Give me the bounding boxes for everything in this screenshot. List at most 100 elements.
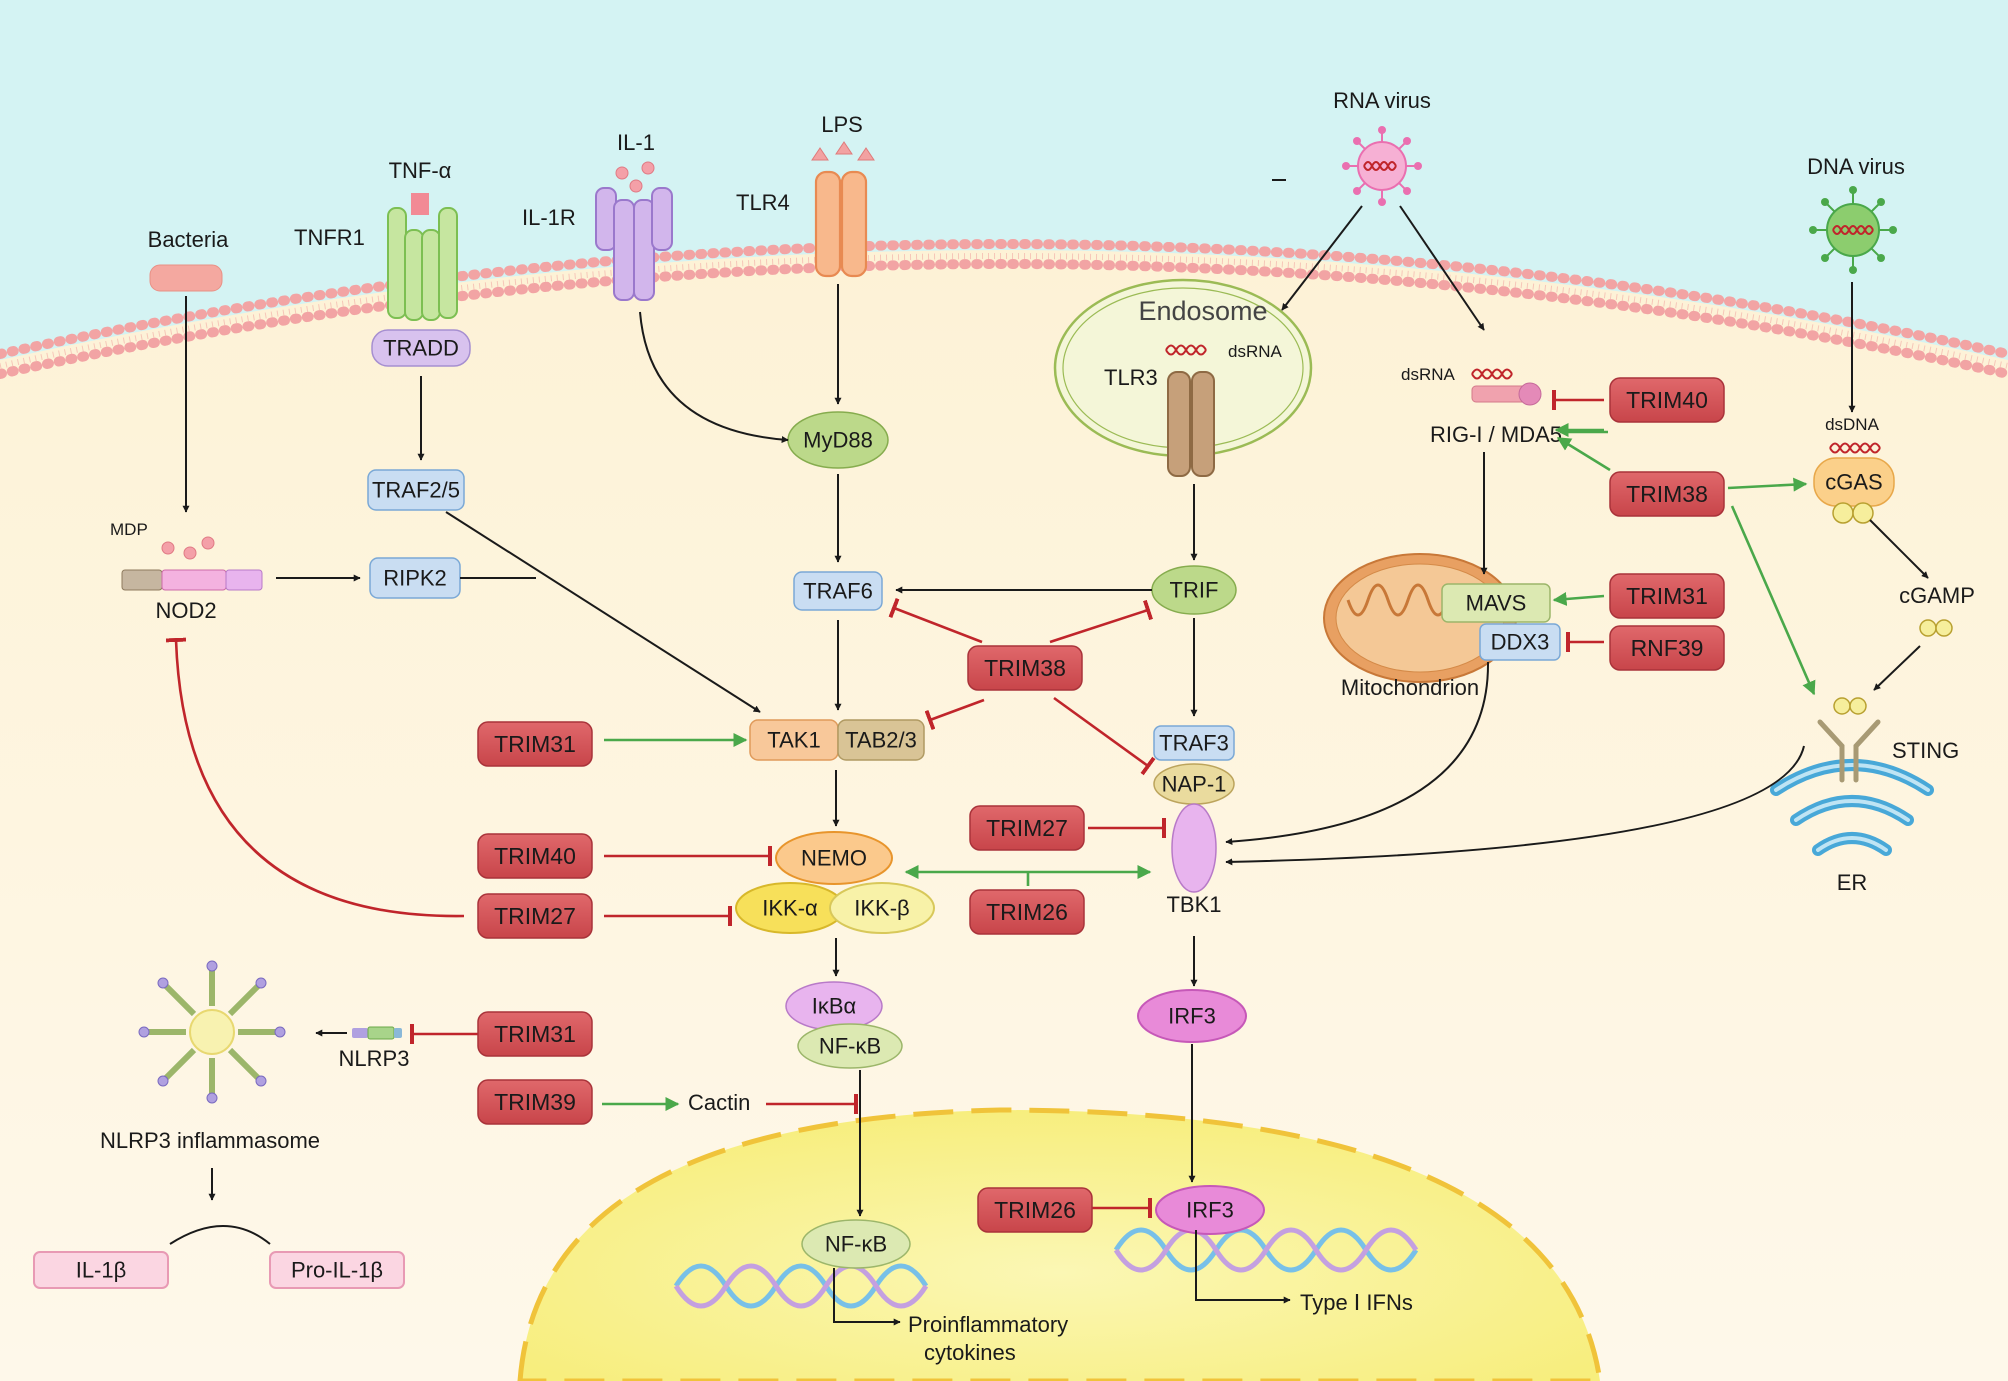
ikka-label: IKK-α xyxy=(762,896,818,921)
trim39-label: TRIM39 xyxy=(494,1089,576,1115)
trim38-center-label: TRIM38 xyxy=(984,655,1066,681)
rig-label: RIG-I / MDA5 xyxy=(1430,422,1562,447)
rna-virus-label: RNA virus xyxy=(1333,88,1431,113)
trim38-right-box: TRIM38 xyxy=(1609,471,1725,517)
sting-cgamp-icon xyxy=(1833,697,1867,715)
proil1b-node xyxy=(269,1251,405,1289)
trim31-nlrp3-label: TRIM31 xyxy=(494,1021,576,1047)
nfkb-label: NF-κB xyxy=(819,1034,881,1059)
nemo-label: NEMO xyxy=(801,846,867,871)
proil1b-label: Pro-IL-1β xyxy=(291,1258,383,1283)
rna-virus-icon xyxy=(1342,126,1422,206)
dna-virus-label: DNA virus xyxy=(1807,154,1905,179)
ripk2-label: RIPK2 xyxy=(383,566,447,591)
trim27-ikk-label: TRIM27 xyxy=(494,903,576,929)
er-inner xyxy=(1774,763,1930,852)
il1-ligand-icon xyxy=(615,161,655,193)
trim40-nemo-box: TRIM40 xyxy=(477,833,593,879)
activation-arrows xyxy=(602,423,1816,1111)
ikkb-node xyxy=(829,882,935,934)
nlrp3-inflammasome-icon xyxy=(138,960,286,1104)
trim31-tak-box: TRIM31 xyxy=(477,721,593,767)
tlr4-receptor-icon xyxy=(814,170,868,278)
traf3-node xyxy=(1153,725,1235,761)
tnfr1-receptor-icon xyxy=(387,207,458,321)
trim38-center-box: TRIM38 xyxy=(967,645,1083,691)
nfkb-nuclear-node xyxy=(801,1219,911,1269)
trim26-irf3-label: TRIM26 xyxy=(994,1197,1076,1223)
er-label: ER xyxy=(1837,870,1868,895)
irf3-nuclear-label: IRF3 xyxy=(1186,1198,1234,1223)
irf3-label: IRF3 xyxy=(1168,1004,1216,1029)
traf6-node xyxy=(793,571,883,611)
dna-virus-icon xyxy=(1809,186,1897,274)
inhibition-lines xyxy=(165,390,1604,1218)
bacteria-label: Bacteria xyxy=(148,227,229,252)
trim31-tak-label: TRIM31 xyxy=(494,731,576,757)
black-arrows xyxy=(169,179,1929,1326)
cgas-label: cGAS xyxy=(1825,470,1882,495)
trif-label: TRIF xyxy=(1170,578,1219,603)
nod2-icon xyxy=(121,569,263,591)
bacteria-icon xyxy=(149,264,223,292)
cell-membrane xyxy=(0,239,2008,379)
trim27-tbk-label: TRIM27 xyxy=(986,815,1068,841)
cactin-label: Cactin xyxy=(688,1090,750,1115)
tlr3-receptor-icon xyxy=(1167,371,1215,477)
sting-icon xyxy=(1817,719,1881,783)
trim27-tbk-box: TRIM27 xyxy=(969,805,1085,851)
cgamp-label: cGAMP xyxy=(1899,583,1975,608)
nucleus xyxy=(517,1107,1603,1381)
il1r-receptor-icon xyxy=(595,187,673,301)
dna-helix-left xyxy=(673,1263,929,1309)
rig-i-icon xyxy=(1471,382,1542,406)
trim31-mavs-label: TRIM31 xyxy=(1626,583,1708,609)
nfkb-node xyxy=(797,1023,903,1069)
irf3-nuclear-node xyxy=(1155,1185,1265,1235)
endosome-dsrna-label: dsRNA xyxy=(1228,342,1283,361)
trim40-rig-box: TRIM40 xyxy=(1609,377,1725,423)
inflammasome-label: NLRP3 inflammasome xyxy=(100,1128,320,1153)
trim26-tbk-label: TRIM26 xyxy=(986,899,1068,925)
trim38-right-label: TRIM38 xyxy=(1626,481,1708,507)
tnfr1-label: TNFR1 xyxy=(294,225,365,250)
traf6-label: TRAF6 xyxy=(803,579,873,604)
tbk1-label: TBK1 xyxy=(1166,892,1221,917)
ikba-label: IκBα xyxy=(812,994,857,1019)
proinflammatory-label-line2: cytokines xyxy=(924,1340,1016,1365)
traf3-label: TRAF3 xyxy=(1159,731,1229,756)
irf3-node xyxy=(1137,989,1247,1043)
rig-dsrna-label: dsRNA xyxy=(1401,365,1456,384)
nemo-node xyxy=(775,831,893,885)
il1b-node xyxy=(33,1251,169,1289)
tab23-node xyxy=(837,719,925,761)
trim26-tbk-box: TRIM26 xyxy=(969,889,1085,935)
tnf-label: TNF-α xyxy=(389,158,452,183)
traf25-label: TRAF2/5 xyxy=(372,478,460,503)
cgamp-icon xyxy=(1919,619,1953,637)
tradd-node xyxy=(371,329,471,367)
trim39-box: TRIM39 xyxy=(477,1079,593,1125)
lps-label: LPS xyxy=(821,112,863,137)
mavs-label: MAVS xyxy=(1466,591,1527,616)
mdp-ligand-icon xyxy=(161,536,215,560)
tbk1-node xyxy=(1171,803,1217,893)
mdp-label: MDP xyxy=(110,520,148,539)
trim26-irf3-box: TRIM26 xyxy=(977,1187,1093,1233)
nod2-label: NOD2 xyxy=(155,598,216,623)
trim31-nlrp3-box: TRIM31 xyxy=(477,1011,593,1057)
trim27-ikk-box: TRIM27 xyxy=(477,893,593,939)
sting-label: STING xyxy=(1892,738,1959,763)
trim40-nemo-label: TRIM40 xyxy=(494,843,576,869)
il1b-label: IL-1β xyxy=(76,1258,127,1283)
endosome-label: Endosome xyxy=(1138,296,1267,326)
trim40-rig-label: TRIM40 xyxy=(1626,387,1708,413)
ikkb-label: IKK-β xyxy=(854,896,909,921)
ddx3-node xyxy=(1479,623,1561,661)
il1r-label: IL-1R xyxy=(522,205,576,230)
nlrp3-label: NLRP3 xyxy=(339,1046,410,1071)
rnf39-box: RNF39 xyxy=(1609,625,1725,671)
mavs-node xyxy=(1441,583,1551,623)
